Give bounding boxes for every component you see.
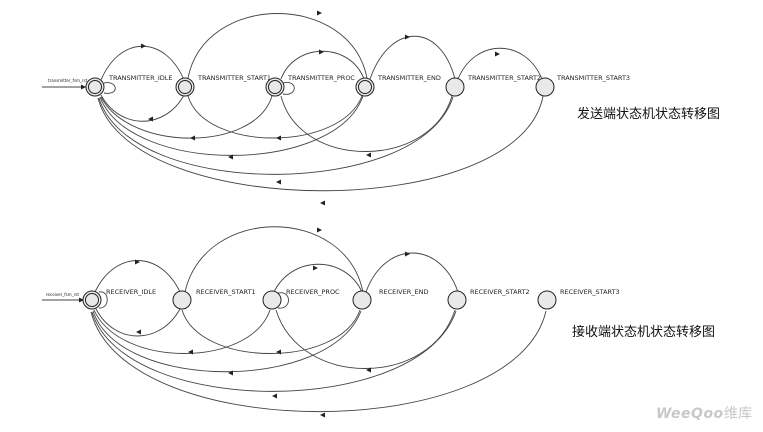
transmitter-fsm: transmitter_fsm_rst	[42, 10, 630, 206]
rx-edge-start2-proc	[275, 309, 456, 369]
tx-edge-end-start1	[187, 95, 363, 139]
tx-state-end	[355, 77, 375, 97]
rx-edge-start2-idle	[91, 310, 457, 392]
rx-edge-proc-idle	[93, 309, 271, 354]
rx-label-end: RECEIVER_END	[379, 288, 428, 296]
rx-edge-end-start1	[181, 309, 361, 354]
tx-reset-label: transmitter_fsm_rst	[48, 78, 88, 83]
watermark-brand: WeeQoo	[656, 406, 724, 422]
rx-edge-end-idle	[92, 310, 362, 373]
rx-state-start2	[447, 290, 467, 310]
receiver-caption: 接收端状态机状态转移图	[572, 325, 716, 340]
tx-state-proc	[265, 77, 285, 97]
rx-edge-start1-idle	[95, 308, 181, 337]
watermark-logo: WeeQoo维库	[656, 403, 753, 423]
rx-reset-label: receiver_fsm_rst	[46, 292, 79, 297]
tx-label-idle: TRANSMITTER_IDLE	[108, 74, 173, 82]
tx-edge-end-start2	[369, 35, 456, 80]
rx-label-start2: RECEIVER_START2	[470, 288, 530, 296]
rx-edge-idle-start1	[94, 260, 181, 293]
tx-edge-start1-end	[187, 13, 368, 79]
rx-state-proc	[262, 290, 282, 310]
tx-label-start1: TRANSMITTER_START1	[197, 74, 271, 82]
rx-state-start3	[537, 290, 557, 310]
watermark-suffix: 维库	[723, 406, 753, 422]
tx-state-start1	[175, 77, 195, 97]
tx-label-end: TRANSMITTER_END	[377, 74, 441, 82]
tx-edge-end-idle	[99, 95, 364, 156]
rx-idle-self-loop	[98, 291, 108, 309]
tx-edge-start1-idle	[100, 94, 185, 122]
transmitter-caption: 发送端状态机状态转移图	[577, 107, 721, 122]
rx-state-start1	[172, 290, 192, 310]
tx-edge-start2-proc	[280, 95, 453, 152]
tx-state-idle	[85, 77, 105, 97]
tx-label-start3: TRANSMITTER_START3	[556, 74, 630, 82]
rx-edge-end-start2	[365, 252, 459, 293]
tx-state-start2	[445, 77, 465, 97]
tx-idle-self-loop	[103, 82, 116, 94]
tx-edge-start3-idle	[97, 95, 544, 192]
rx-proc-self-loop	[277, 292, 289, 309]
rx-label-start3: RECEIVER_START3	[560, 288, 620, 296]
tx-label-start2: TRANSMITTER_START2	[467, 74, 541, 82]
tx-proc-self-loop	[282, 82, 295, 95]
tx-edge-start2-idle	[98, 96, 454, 175]
tx-state-start3	[535, 77, 555, 97]
rx-label-proc: RECEIVER_PROC	[286, 288, 340, 296]
rx-edge-start1-end	[184, 226, 364, 293]
rx-edge-proc-end	[273, 263, 363, 293]
rx-edge-start3-idle	[90, 310, 547, 413]
tx-label-proc: TRANSMITTER_PROC	[287, 74, 355, 82]
rx-state-end	[352, 290, 372, 310]
rx-label-start1: RECEIVER_START1	[196, 288, 256, 296]
tx-edge-start2-start3	[457, 47, 543, 80]
tx-edge-proc-idle	[100, 95, 273, 139]
rx-label-idle: RECEIVER_IDLE	[106, 288, 156, 296]
rx-state-idle	[82, 290, 102, 310]
receiver-fsm: receiver_fsm_rst	[42, 226, 620, 418]
